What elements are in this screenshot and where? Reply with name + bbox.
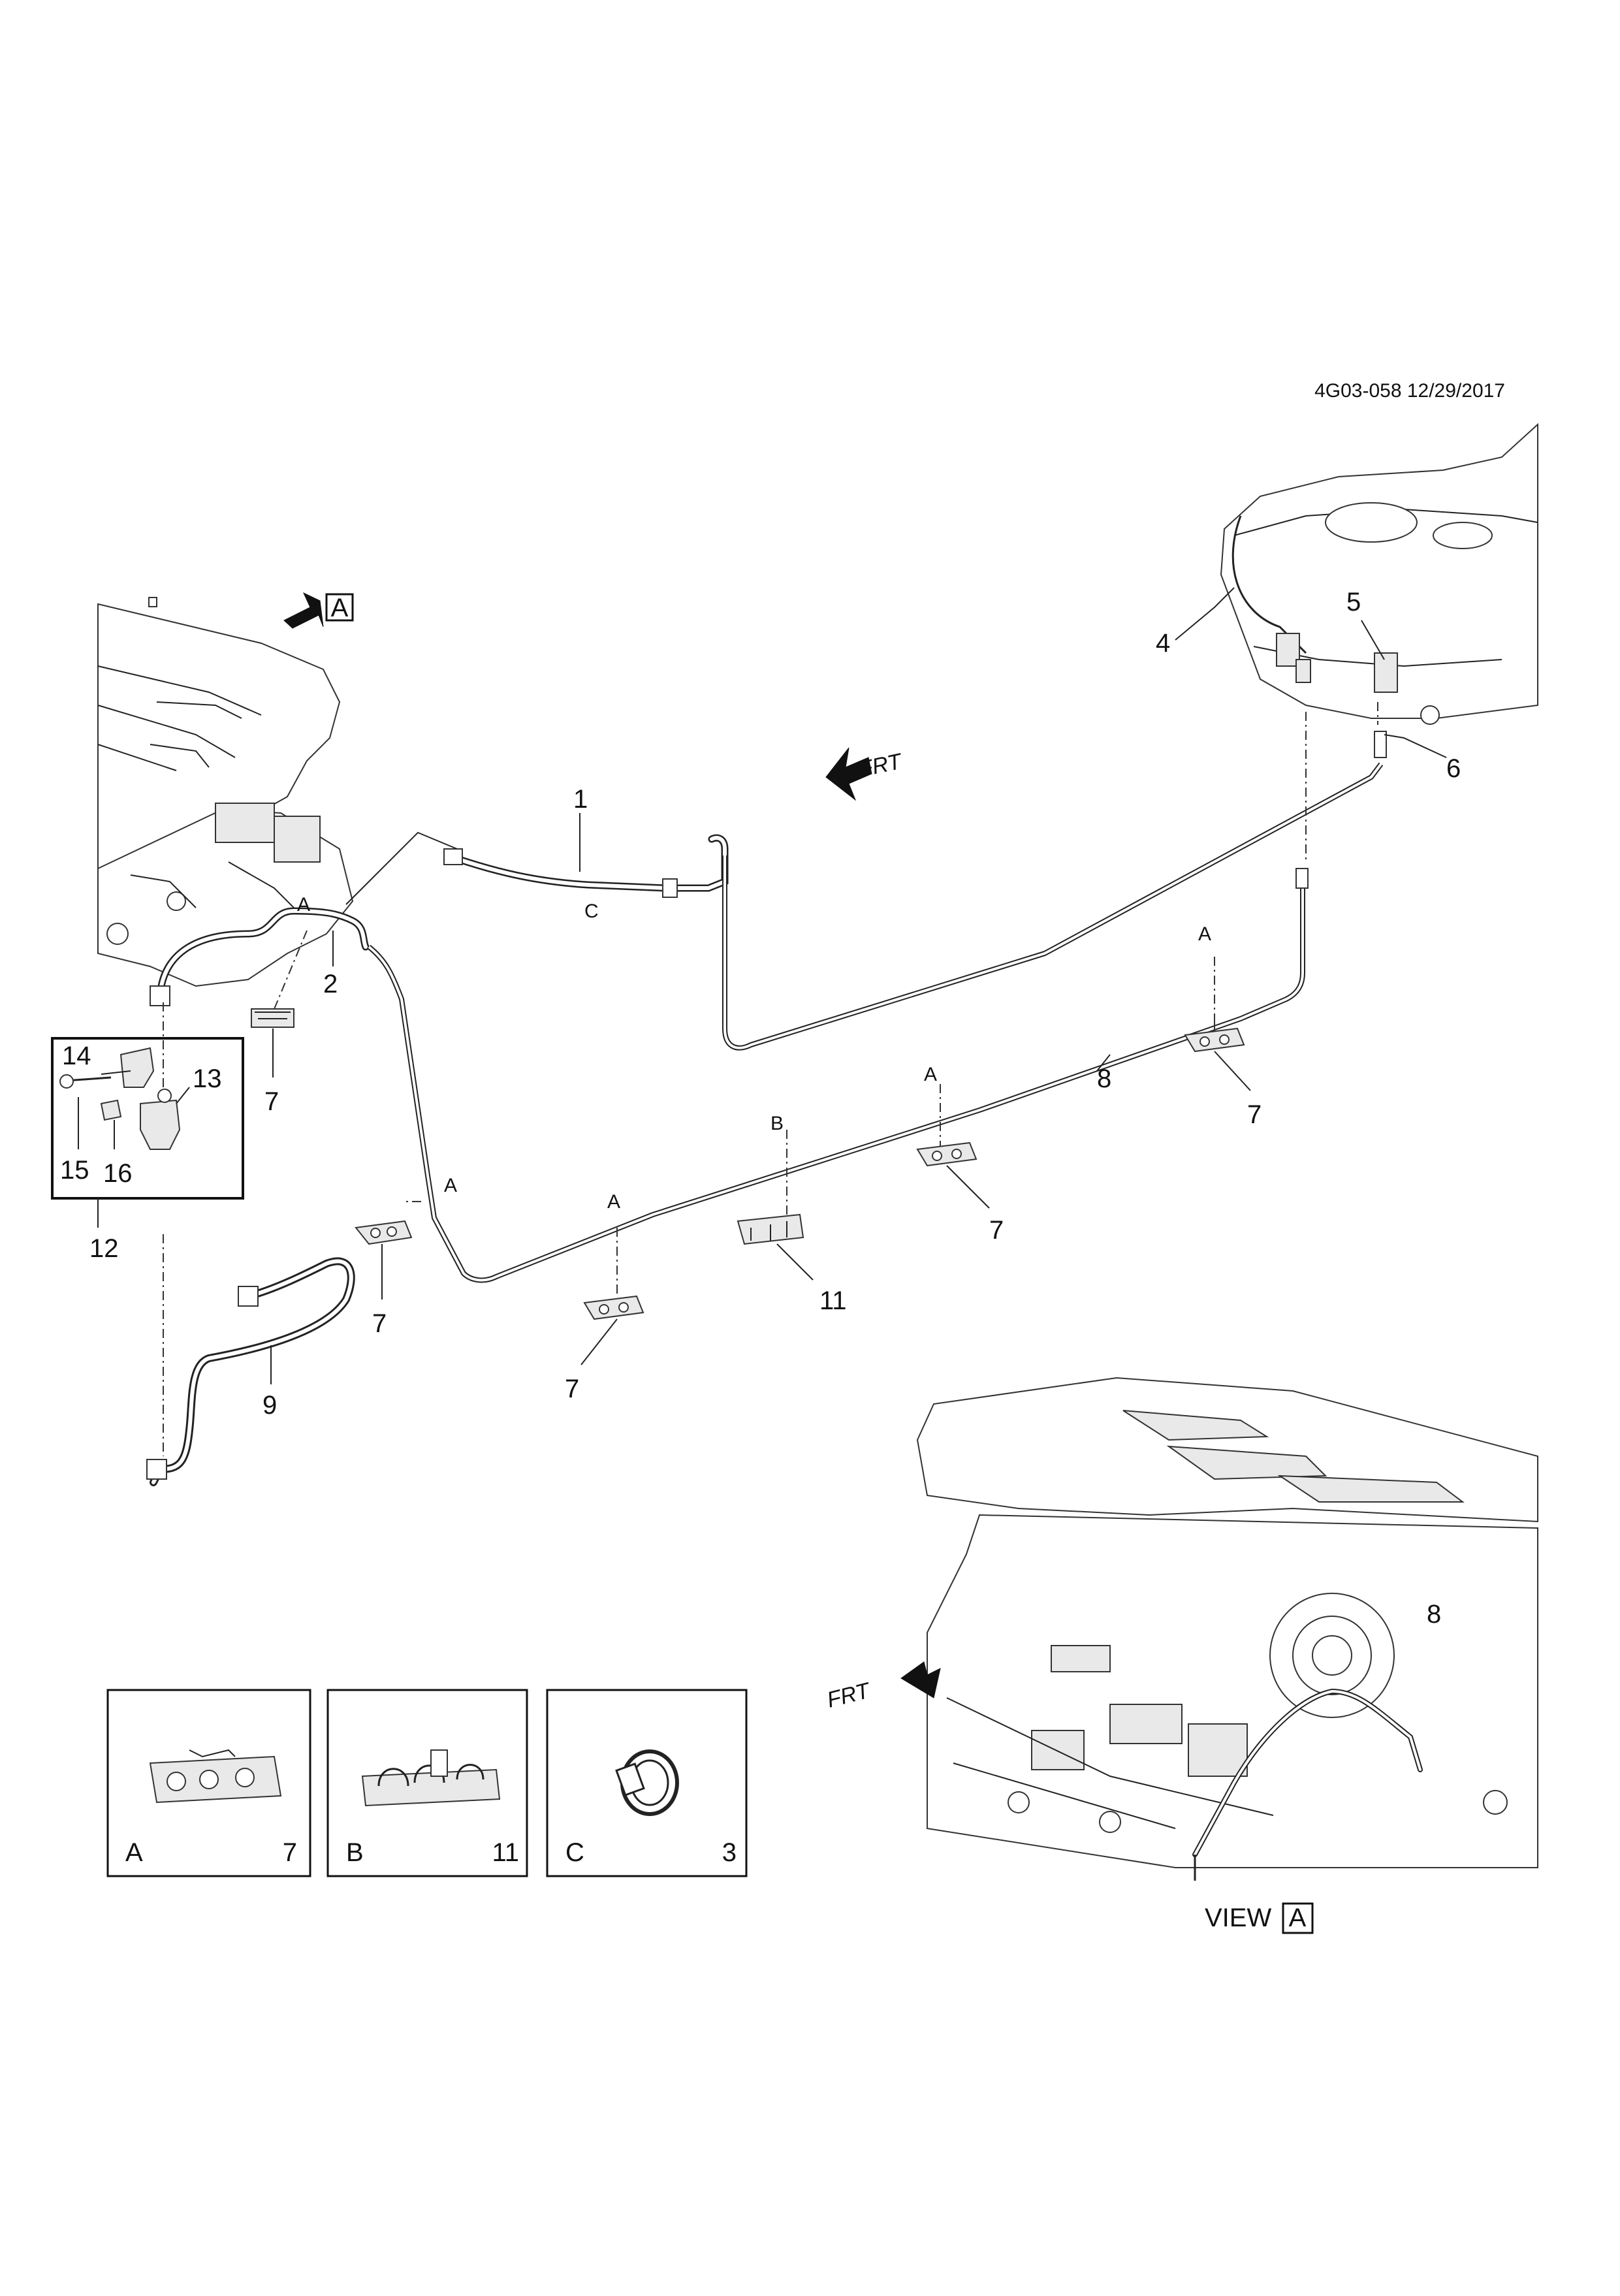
legend-a-letter: A	[125, 1838, 143, 1867]
clip-7-left-pipe	[355, 1220, 413, 1245]
clip-letter-a-right: A	[1198, 923, 1211, 945]
callout-15: 15	[60, 1156, 89, 1185]
valve-part-13	[140, 1099, 181, 1150]
single-line-clip-icon	[361, 1749, 501, 1807]
legend-box-b: B 11	[326, 1689, 528, 1877]
svg-text:FRT: FRT	[825, 1678, 874, 1713]
callout-8-view-a: 8	[1427, 1600, 1441, 1629]
bracket-part-14	[119, 1047, 155, 1088]
callout-5: 5	[1346, 588, 1361, 616]
callout-13: 13	[193, 1064, 222, 1093]
callout-6: 6	[1446, 754, 1461, 783]
view-a-box	[325, 593, 354, 622]
clip-7-near-hose-2	[251, 1008, 294, 1028]
callout-numbers: 1 2 4 5 6 7 7 7 7 7 8 8 9 11 12 13 14 15…	[60, 588, 1461, 1629]
callout-1: 1	[573, 785, 588, 814]
hose-1	[345, 831, 729, 905]
hose-clamp-icon	[615, 1749, 679, 1816]
assembly-guide-lines	[163, 702, 1378, 1456]
hose-9	[146, 1257, 355, 1486]
nut-part-16	[100, 1099, 122, 1121]
view-a-engine-illustration	[916, 1377, 1538, 1881]
callout-9: 9	[262, 1391, 277, 1420]
callout-8: 8	[1097, 1064, 1111, 1093]
callout-7-a: 7	[264, 1087, 279, 1116]
callout-7-d: 7	[989, 1216, 1004, 1245]
callout-leaders	[78, 587, 1447, 1384]
front-direction-arrow-upper: FRT	[825, 747, 905, 801]
front-direction-arrow-lower: FRT	[825, 1661, 941, 1713]
svg-text:A: A	[331, 594, 349, 622]
legend-a-part: 7	[283, 1838, 297, 1867]
fuel-pipe-upper	[722, 731, 1387, 1051]
clip-7-right	[1184, 1027, 1245, 1053]
legend-b-letter: B	[346, 1838, 364, 1867]
clip-letter-a-hose-2: A	[297, 894, 310, 916]
callout-4: 4	[1156, 629, 1170, 658]
callout-7-c: 7	[565, 1375, 579, 1403]
callout-12: 12	[89, 1234, 119, 1263]
diagram-reference: 4G03-058 12/29/2017	[1314, 380, 1505, 402]
legend-c-part: 3	[722, 1838, 737, 1867]
callout-14: 14	[62, 1042, 91, 1070]
clip-letter-a-mid: A	[607, 1191, 620, 1213]
hose-2	[150, 907, 370, 1006]
callout-7-b: 7	[372, 1309, 387, 1338]
clip-letter-a-center: A	[924, 1064, 937, 1085]
svg-text:VIEW: VIEW	[1205, 1904, 1271, 1932]
dual-line-clip-icon	[149, 1749, 282, 1804]
svg-text:A: A	[1289, 1904, 1307, 1932]
callout-7-e: 7	[1247, 1100, 1262, 1129]
callout-11: 11	[819, 1286, 847, 1315]
clip-position-letters: C A A A B A A	[297, 894, 1211, 1213]
clip-letter-b: B	[770, 1113, 784, 1134]
clip-7-center-right	[916, 1141, 977, 1167]
legend-box-c: C 3	[546, 1689, 748, 1877]
view-a-direction-arrow: A	[283, 592, 354, 629]
legend-box-a: A 7	[106, 1689, 311, 1877]
legend-c-letter: C	[565, 1838, 584, 1867]
legend-b-part: 11	[492, 1838, 519, 1867]
clip-letter-a-left: A	[444, 1175, 457, 1196]
callout-2: 2	[323, 970, 338, 998]
bolt-part-15	[59, 1074, 74, 1089]
view-a-label: VIEW A	[1205, 1902, 1314, 1934]
callout-16: 16	[103, 1159, 133, 1188]
fuel-tank-illustration	[1220, 423, 1538, 725]
engine-cover-top-left-illustration	[97, 597, 354, 987]
clip-7-bottom-center	[583, 1295, 644, 1320]
clip-11-b-position	[737, 1213, 804, 1245]
svg-text:FRT: FRT	[857, 749, 905, 782]
valve-assembly-box	[51, 1037, 244, 1200]
fuel-pipe-8	[367, 868, 1309, 1283]
clip-letter-c: C	[584, 901, 599, 922]
